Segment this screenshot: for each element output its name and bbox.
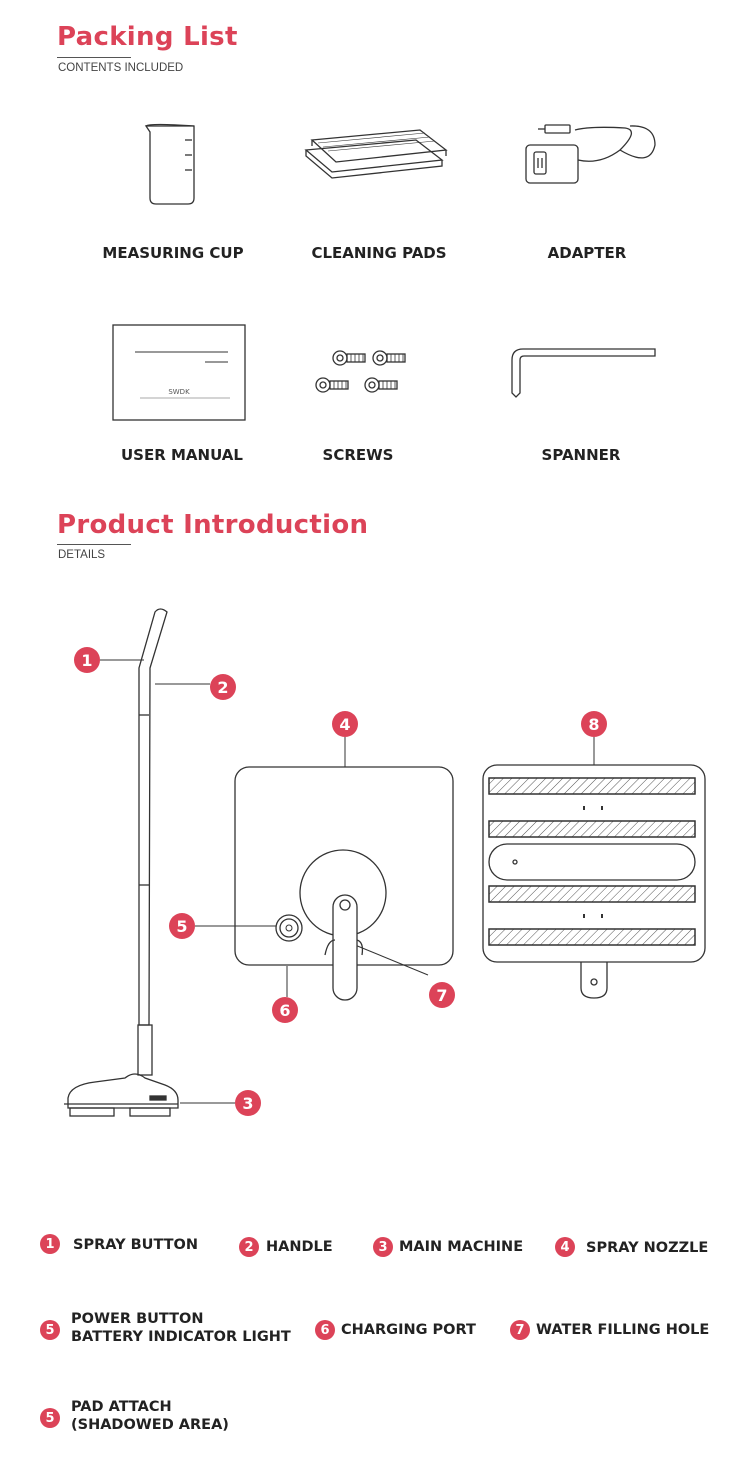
title-underline [57, 57, 131, 58]
legend-badge-2: 2 [239, 1237, 259, 1257]
measuring-cup-icon [144, 123, 195, 205]
callout-lines [100, 659, 595, 1104]
pad-side-view [482, 764, 706, 999]
screws-icon [315, 350, 406, 393]
title-underline [57, 544, 131, 545]
legend-label-charging-port: CHARGING PORT [341, 1322, 476, 1338]
manual-brand-logo: SWDK [168, 388, 190, 396]
product-diagram [64, 608, 706, 1117]
legend-label-spray-button: SPRAY BUTTON [73, 1237, 199, 1253]
main-machine-top-view [234, 766, 454, 1001]
legend-badge-1: 1 [40, 1234, 60, 1254]
item-label-screws: SCREWS [322, 446, 394, 464]
packing-list-subtitle: CONTENTS INCLUDED [58, 62, 184, 74]
callout-badge-2: 2 [210, 674, 236, 700]
legend-badge-6: 6 [315, 1320, 335, 1340]
legend-label-spray-nozzle: SPRAY NOZZLE [586, 1240, 709, 1256]
legend-label-handle: HANDLE [266, 1239, 333, 1255]
callout-badge-3: 3 [235, 1090, 261, 1116]
item-label-measuring-cup: MEASURING CUP [102, 244, 244, 262]
legend-label-battery-indicator: BATTERY INDICATOR LIGHT [71, 1329, 291, 1345]
legend-badge-7: 7 [510, 1320, 530, 1340]
product-intro-title: Product Introduction [57, 510, 369, 540]
legend-label-pad-attach: PAD ATTACH [71, 1399, 172, 1415]
legend-badge-4: 4 [555, 1237, 575, 1257]
callout-badge-6: 6 [272, 997, 298, 1023]
callout-badge-1: 1 [74, 647, 100, 673]
item-label-user-manual: USER MANUAL [121, 446, 243, 464]
legend-label-water-filling-hole: WATER FILLING HOLE [536, 1322, 710, 1338]
user-manual-icon [112, 324, 246, 421]
spanner-icon [511, 348, 656, 398]
legend-label-main-machine: MAIN MACHINE [399, 1239, 524, 1255]
callout-badge-5: 5 [169, 913, 195, 939]
item-label-spanner: SPANNER [541, 446, 621, 464]
legend-badge-pad-attach: 5 [40, 1408, 60, 1428]
product-intro-subtitle: DETAILS [58, 549, 106, 561]
packing-list-title: Packing List [57, 22, 238, 52]
legend-badge-5: 5 [40, 1320, 60, 1340]
legend-label-power-button: POWER BUTTON [71, 1311, 204, 1327]
item-label-adapter: ADAPTER [547, 244, 627, 262]
callout-badge-4: 4 [332, 711, 358, 737]
packing-illustrations: SWDK [112, 123, 656, 421]
callout-badge-7: 7 [429, 982, 455, 1008]
callout-badge-8: 8 [581, 711, 607, 737]
legend-badge-3: 3 [373, 1237, 393, 1257]
cleaning-pads-icon [304, 129, 448, 179]
adapter-icon [525, 124, 656, 184]
item-label-cleaning-pads: CLEANING PADS [311, 244, 447, 262]
legend-label-shadowed-area: (SHADOWED AREA) [71, 1417, 229, 1433]
mop-illustration [64, 608, 179, 1117]
